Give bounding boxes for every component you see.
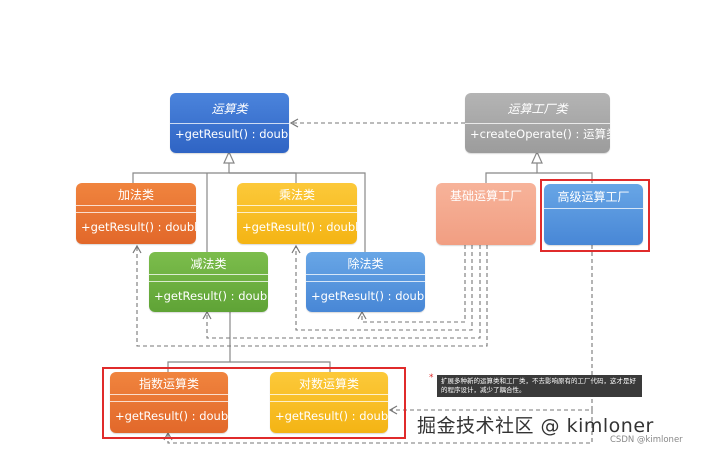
note-marker: *: [429, 373, 434, 383]
class-subtract-name: 减法类: [149, 252, 268, 275]
class-advanced-factory-name: 高级运算工厂: [544, 184, 643, 209]
class-power-method: +getResult() : double: [115, 409, 228, 423]
dep-basic-add: [132, 244, 488, 347]
dep-basic-sub: [202, 245, 481, 339]
inherit-triangle-factory: [531, 150, 543, 164]
highlight-new-classes: [102, 367, 406, 439]
class-advanced-factory: 高级运算工厂: [544, 184, 643, 245]
highlight-advanced-factory: [540, 179, 650, 252]
class-log: 对数运算类 +getResult() : double: [270, 372, 388, 433]
inherit-line-power: [167, 310, 231, 372]
class-add: 加法类 +getResult() : double: [76, 183, 196, 244]
class-divide-method: +getResult() : double: [311, 289, 425, 303]
class-divide-divider: [306, 275, 425, 282]
class-multiply-method: +getResult() : double: [242, 220, 357, 234]
inherit-line-basic-factory: [485, 172, 537, 183]
class-power-divider: [110, 395, 228, 402]
class-divide: 除法类 +getResult() : double: [306, 252, 425, 312]
design-note: 扩展多种新的运算类和工厂类，不去影响原有的工厂代码，这才是好的程序设计，减少了耦…: [437, 375, 642, 397]
class-operation-method: +getResult() : double: [175, 127, 289, 141]
watermark-main: 掘金技术社区 @ kimloner: [417, 415, 654, 437]
class-add-divider: [76, 206, 196, 213]
class-subtract-divider: [149, 275, 268, 282]
class-subtract-method: +getResult() : double: [154, 289, 268, 303]
watermark-sub: CSDN @kimloner: [610, 435, 683, 445]
inherit-triangle-op: [223, 150, 235, 164]
class-power: 指数运算类 +getResult() : double: [110, 372, 228, 433]
class-multiply-name: 乘法类: [237, 183, 357, 206]
class-factory-method: +createOperate() : 运算类: [470, 127, 610, 141]
inherit-line-advanced-factory: [536, 163, 593, 183]
class-add-method: +getResult() : double: [81, 220, 196, 234]
inherit-line-mul: [229, 172, 297, 183]
class-add-name: 加法类: [76, 183, 196, 206]
class-basic-factory-name: 基础运算工厂: [449, 188, 522, 203]
class-basic-factory: 基础运算工厂: [436, 183, 536, 245]
class-log-name: 对数运算类: [270, 372, 388, 395]
inherit-line-div: [229, 172, 366, 252]
class-operation: 运算类 +getResult() : double: [170, 93, 289, 153]
class-multiply-divider: [237, 206, 357, 213]
class-operation-name: 运算类: [170, 93, 289, 124]
inherit-line-add: [132, 172, 229, 183]
class-power-name: 指数运算类: [110, 372, 228, 395]
dep-basic-div: [357, 245, 466, 323]
class-log-divider: [270, 395, 388, 402]
class-log-method: +getResult() : double: [275, 409, 388, 423]
class-subtract: 减法类 +getResult() : double: [149, 252, 268, 312]
class-divide-name: 除法类: [306, 252, 425, 275]
class-factory: 运算工厂类 +createOperate() : 运算类: [465, 93, 610, 153]
dep-basic-mul: [291, 244, 473, 331]
class-factory-name: 运算工厂类: [465, 93, 610, 124]
class-multiply: 乘法类 +getResult() : double: [237, 183, 357, 244]
